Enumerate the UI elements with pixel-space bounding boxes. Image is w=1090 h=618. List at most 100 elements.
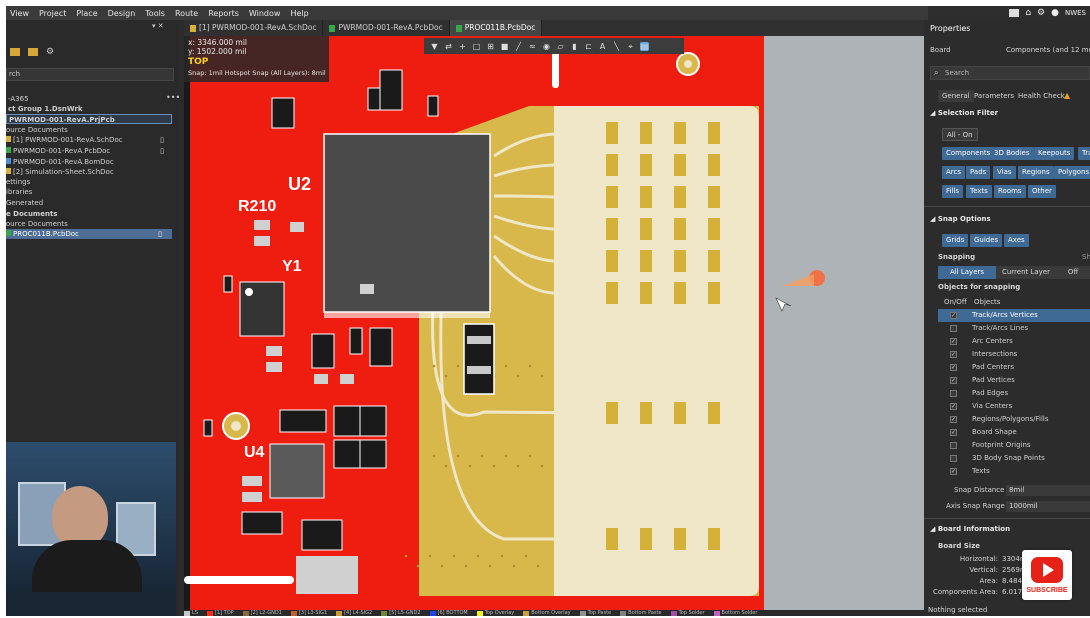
line-icon[interactable]: ╲	[614, 41, 619, 51]
layer-tab[interactable]: Bottom Overlay	[523, 610, 576, 616]
component-icon[interactable]: ■	[500, 41, 509, 51]
pcb-canvas[interactable]: U2 R210 Y1 U4 x: 3346.000 mil y: 1502.00…	[184, 36, 928, 610]
layer-tab[interactable]: [5] L5-GND2	[381, 610, 426, 616]
layer-tab[interactable]: [3] L3-SIG1	[290, 610, 333, 616]
menu-reports[interactable]: Reports	[208, 8, 239, 18]
snap-guides-button[interactable]: Guides	[970, 234, 1003, 247]
measure-icon[interactable]: ⌖	[628, 41, 633, 51]
filter-tracks-button[interactable]: Tra	[1078, 147, 1090, 160]
layer-tab[interactable]: [6] BOTTOM	[429, 610, 474, 616]
snap-object-row[interactable]: ✓Regions/Polygons/Fills	[950, 415, 1049, 423]
home-icon[interactable]: ⌂	[1025, 8, 1032, 18]
tree-item-project-group[interactable]: ct Group 1.DsnWrk	[8, 105, 83, 113]
menu-project[interactable]: Project	[38, 8, 67, 18]
tree-item-workspace[interactable]: -A365	[8, 95, 29, 103]
checkbox[interactable]	[950, 455, 957, 462]
snap-current-layer-option[interactable]: Current Layer	[1001, 268, 1051, 276]
user-icon[interactable]: ●	[1051, 8, 1059, 18]
chart-icon[interactable]: ▮	[572, 41, 577, 51]
align-icon[interactable]: ⊞	[487, 41, 494, 51]
snap-object-row[interactable]: ✓Arc Centers	[950, 337, 1013, 345]
snap-object-row[interactable]: ✓Board Shape	[950, 428, 1017, 436]
tree-item-project-selected[interactable]: PWRMOD-001-RevA.PrjPcb	[6, 114, 172, 124]
layer-tab[interactable]: Bottom Paste	[620, 610, 667, 616]
layer-tab[interactable]: Top Paste	[579, 610, 618, 616]
filter-fills-button[interactable]: Fills	[942, 185, 963, 198]
gear-icon[interactable]: ⚙	[46, 47, 55, 57]
menu-place[interactable]: Place	[76, 8, 98, 18]
panel-search-input[interactable]: rch	[6, 68, 174, 81]
filter-3d-bodies-button[interactable]: 3D Bodies	[990, 147, 1034, 160]
tree-item-generated[interactable]: Generated	[6, 199, 44, 207]
properties-search-input[interactable]: ⌕ Search	[930, 66, 1090, 80]
folder-icon[interactable]	[28, 48, 38, 56]
section-board-information[interactable]: ◢ Board Information	[930, 525, 1011, 533]
checkbox[interactable]: ✓	[950, 338, 957, 345]
subscribe-badge[interactable]: SUBSCRIBE	[1022, 550, 1072, 600]
dimension-icon[interactable]: ⊏	[585, 41, 592, 51]
snap-distance-input[interactable]: 8mil	[1006, 485, 1090, 496]
tree-item-libraries[interactable]: ibraries	[6, 188, 33, 196]
filter-texts-button[interactable]: Texts	[966, 185, 992, 198]
via-icon[interactable]: ◉	[543, 41, 550, 51]
snap-axes-button[interactable]: Axes	[1004, 234, 1029, 247]
crosshair-icon[interactable]: +	[459, 41, 466, 51]
layer-tab[interactable]: [4] L4-SIG2	[336, 610, 378, 616]
checkbox[interactable]: ✓	[950, 403, 957, 410]
checkbox[interactable]: ✓	[950, 351, 957, 358]
snap-object-row[interactable]: Pad Edges	[938, 387, 1090, 400]
axis-snap-input[interactable]: 1000mil	[1006, 501, 1090, 512]
filter-pads-button[interactable]: Pads	[966, 166, 991, 179]
snap-off-option[interactable]: Off	[1067, 268, 1079, 276]
section-selection-filter[interactable]: ◢ Selection Filter	[930, 109, 999, 117]
layer-tab[interactable]: Bottom Solder	[713, 610, 764, 616]
menu-tools[interactable]: Tools	[145, 8, 165, 18]
menu-view[interactable]: View	[10, 8, 29, 18]
menu-window[interactable]: Window	[248, 8, 281, 18]
snap-all-layers-option[interactable]: All Layers	[938, 266, 996, 279]
checkbox[interactable]	[950, 390, 957, 397]
select-rect-icon[interactable]: □	[472, 41, 481, 51]
tree-item-free-docs[interactable]: e Documents	[6, 210, 58, 218]
3d-body-icon[interactable]: ▤	[640, 41, 649, 51]
checkbox[interactable]: ✓	[950, 468, 957, 475]
checkbox[interactable]: ✓	[950, 312, 957, 319]
menu-help[interactable]: Help	[290, 8, 309, 18]
snap-object-row[interactable]: ✓Via Centers	[950, 402, 1013, 410]
tab-schdoc[interactable]: [1] PWRMOD-001-RevA.SchDoc	[184, 20, 324, 36]
section-snap-options[interactable]: ◢ Snap Options	[930, 215, 991, 223]
checkbox[interactable]: ✓	[950, 377, 957, 384]
menu-design[interactable]: Design	[107, 8, 136, 18]
layer-tab[interactable]: [1] TOP	[206, 610, 240, 616]
layer-tab[interactable]: LS	[184, 610, 204, 616]
tree-item-schdoc[interactable]: [1] PWRMOD-001-RevA.SchDoc▯	[6, 135, 166, 145]
all-on-button[interactable]: All - On	[942, 128, 978, 141]
tree-item-source-docs[interactable]: ource Documents	[6, 126, 68, 134]
layer-tab[interactable]: Top Solder	[670, 610, 711, 616]
snap-object-row[interactable]: Footprint Origins	[938, 439, 1090, 452]
snap-grids-button[interactable]: Grids	[942, 234, 969, 247]
tab-proc011b[interactable]: PROC011B.PcbDoc	[449, 20, 543, 36]
user-name[interactable]: NWES	[1064, 9, 1086, 17]
diff-pair-icon[interactable]: ≈	[529, 41, 536, 51]
filter-regions-button[interactable]: Regions	[1018, 166, 1054, 179]
tab-pcbdoc[interactable]: PWRMOD-001-RevA.PcbDoc	[323, 20, 450, 36]
snap-object-row[interactable]: ✓Pad Vertices	[950, 376, 1015, 384]
snap-object-row[interactable]: ✓Pad Centers	[950, 363, 1015, 371]
checkbox[interactable]: ✓	[950, 416, 957, 423]
snap-object-row[interactable]: ✓Intersections	[950, 350, 1018, 358]
filter-components-button[interactable]: Components	[942, 147, 995, 160]
filter-keepouts-button[interactable]: Keepouts	[1034, 147, 1075, 160]
interactive-route-icon[interactable]: ⇄	[445, 41, 452, 51]
tab-parameters[interactable]: Parameters	[974, 92, 1015, 100]
board-filter-value[interactable]: Components (and 12 more)	[1006, 46, 1090, 54]
tab-general[interactable]: General	[938, 90, 974, 102]
filter-icon[interactable]: ▼	[431, 41, 438, 51]
checkbox[interactable]: ✓	[950, 429, 957, 436]
panel-icon[interactable]	[1009, 9, 1020, 17]
filter-arcs-button[interactable]: Arcs	[942, 166, 966, 179]
string-icon[interactable]: A	[599, 41, 606, 51]
filter-rooms-button[interactable]: Rooms	[994, 185, 1026, 198]
tab-health-check[interactable]: Health Check	[1018, 92, 1065, 100]
snap-object-row[interactable]: 3D Body Snap Points	[938, 452, 1090, 465]
